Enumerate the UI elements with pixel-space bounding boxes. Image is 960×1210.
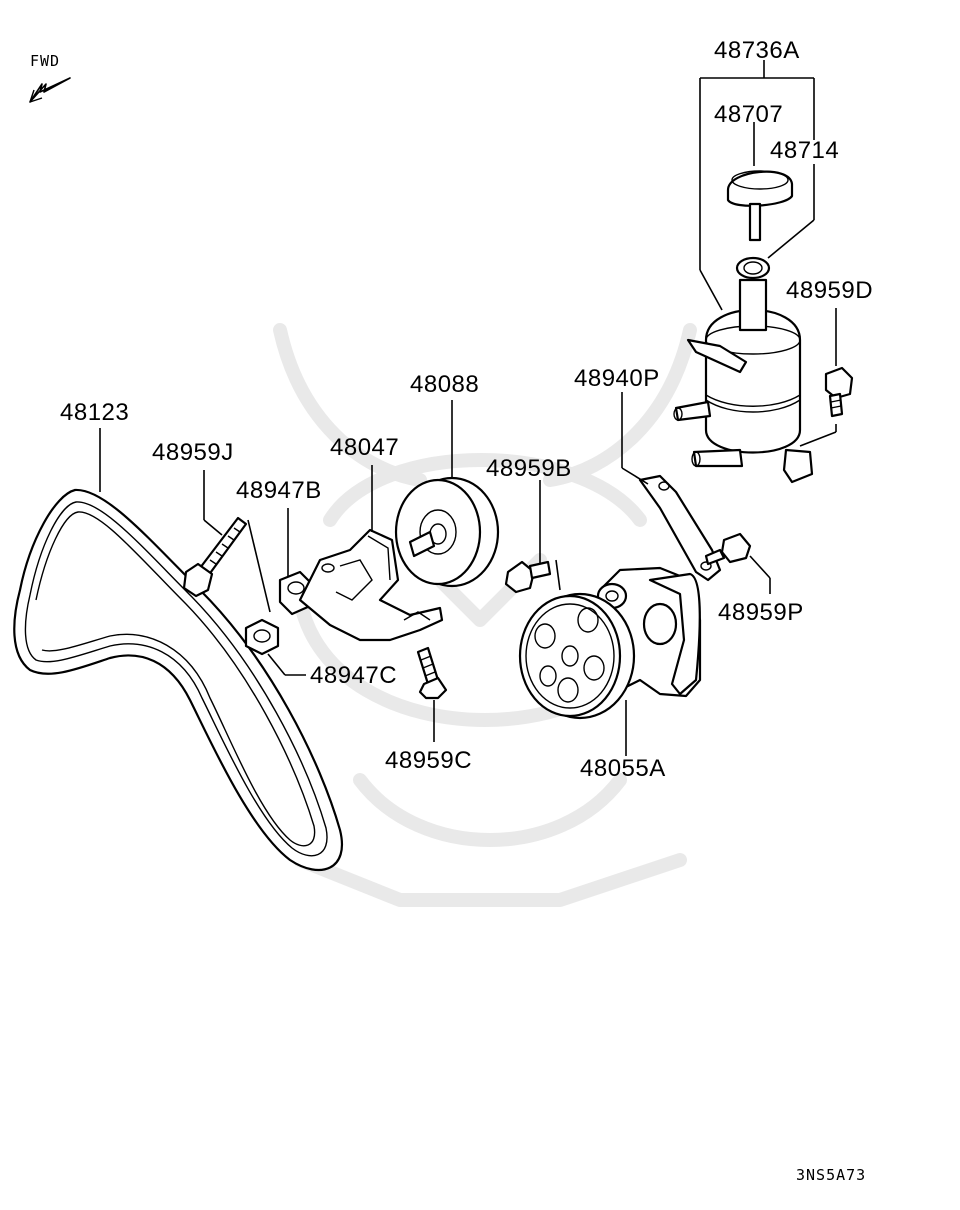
- diagram-code: 3NS5A73: [796, 1166, 866, 1184]
- label-48707: 48707: [714, 101, 783, 128]
- label-48736A: 48736A: [714, 37, 800, 64]
- idler-pulley: [394, 476, 500, 588]
- nut: [244, 618, 280, 656]
- fwd-indicator: FWD: [29, 52, 71, 103]
- bracket-bolt: [704, 532, 752, 566]
- reservoir: [673, 256, 814, 484]
- reservoir-bolt: [824, 366, 854, 418]
- label-48123: 48123: [60, 399, 129, 426]
- power-steering-pump: [518, 566, 702, 720]
- reservoir-bracket: [638, 474, 722, 582]
- v-belt: [13, 488, 343, 872]
- fwd-arrow-icon: [29, 77, 71, 103]
- pump-bolt: [504, 560, 552, 594]
- tensioner-bracket: [298, 528, 444, 642]
- label-48940P: 48940P: [574, 365, 660, 392]
- label-48947B: 48947B: [236, 477, 322, 504]
- label-48047: 48047: [330, 434, 399, 461]
- label-48959B: 48959B: [486, 455, 572, 482]
- label-48055A: 48055A: [580, 755, 666, 782]
- lower-bolt: [416, 646, 448, 700]
- label-48959D: 48959D: [786, 277, 873, 304]
- label-48959C: 48959C: [385, 747, 472, 774]
- label-48088: 48088: [410, 371, 479, 398]
- label-48959P: 48959P: [718, 599, 804, 626]
- label-48959J: 48959J: [152, 439, 234, 466]
- label-48714: 48714: [770, 137, 839, 164]
- label-48947C: 48947C: [310, 662, 397, 689]
- reservoir-cap: [726, 170, 794, 242]
- long-bolt: [182, 516, 248, 598]
- fwd-label: FWD: [30, 52, 60, 70]
